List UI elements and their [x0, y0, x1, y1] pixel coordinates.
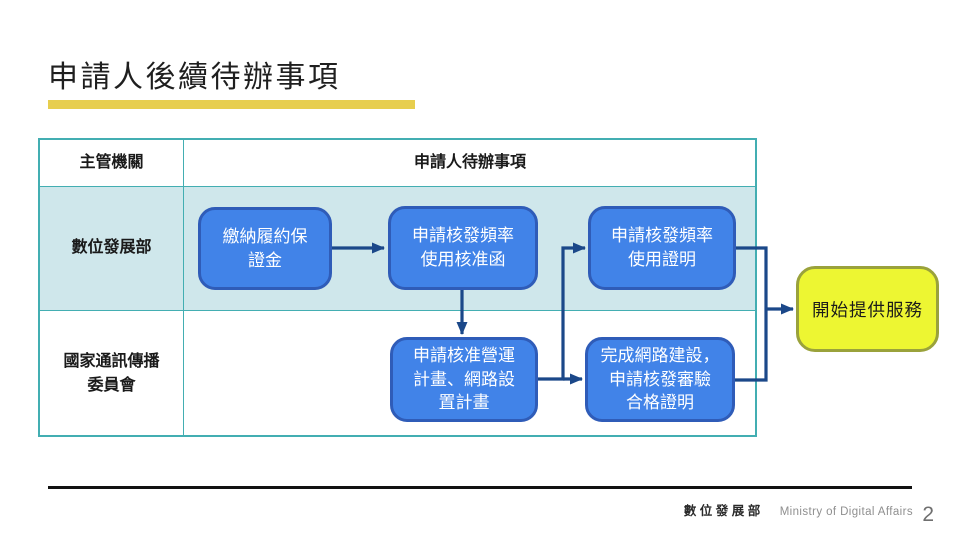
flow-step-network-inspection: 完成網路建設， 申請核發審驗 合格證明	[585, 337, 735, 422]
page-number: 2	[922, 503, 934, 526]
flow-step-frequency-approval-letter: 申請核發頻率 使用核准函	[388, 206, 538, 290]
title-underline	[48, 100, 415, 109]
table-header-tasks: 申請人待辦事項	[413, 154, 526, 172]
authority-cell-ncc: 國家通訊傳播 委員會	[63, 353, 160, 394]
footer-org: 數位發展部 Ministry of Digital Affairs	[684, 500, 913, 519]
header-divider	[40, 186, 755, 187]
footer-org-en: Ministry of Digital Affairs	[779, 506, 913, 518]
flow-step-operation-plan: 申請核准營運 計畫、網路設 置計畫	[390, 337, 538, 422]
table-header-authority: 主管機關	[79, 154, 144, 172]
flow-end-start-service: 開始提供服務	[796, 266, 939, 352]
column-divider	[183, 140, 184, 435]
row-divider	[40, 310, 755, 311]
slide-title: 申請人後續待辦事項	[48, 61, 341, 94]
footer-divider	[48, 486, 912, 489]
footer-org-zh: 數位發展部	[683, 504, 764, 518]
authority-cell-moda: 數位發展部	[71, 239, 152, 257]
flow-step-frequency-use-certificate: 申請核發頻率 使用證明	[588, 206, 736, 290]
flow-step-pay-bond: 繳納履約保 證金	[198, 207, 332, 290]
